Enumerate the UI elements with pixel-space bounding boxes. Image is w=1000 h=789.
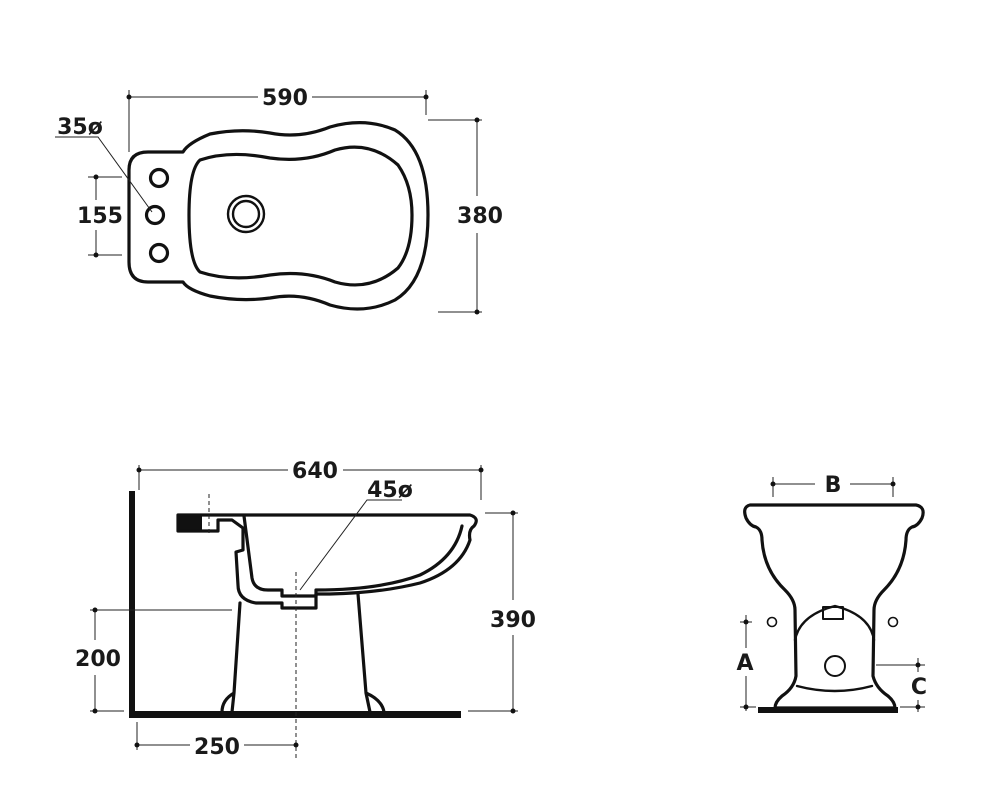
front-floor	[758, 707, 898, 713]
dimension-label: 640	[292, 459, 338, 484]
dimension-label: 250	[194, 735, 240, 760]
side-bowl-outline	[176, 513, 478, 610]
dimension-label: 200	[75, 647, 121, 672]
side-pedestal	[220, 592, 386, 714]
fixing-hole-icon	[887, 616, 899, 628]
dimension-a: A	[736, 615, 756, 711]
dimension-label: A	[736, 651, 753, 676]
drain-inner-icon	[231, 199, 261, 229]
drain-outer-icon	[226, 194, 266, 234]
top-inner-bowl	[187, 145, 414, 287]
dimension-200: 200	[75, 607, 232, 714]
dimension-label: 155	[77, 204, 123, 229]
hole-diameter-callout: 35ø	[55, 115, 153, 213]
dimension-label: 390	[490, 608, 536, 633]
tap-hole-icon	[144, 204, 166, 226]
dimension-155: 155	[77, 174, 123, 258]
dimension-label: C	[911, 675, 927, 700]
dimension-label: 590	[262, 86, 308, 111]
front-drain-icon	[824, 655, 846, 677]
side-view: 640 45ø 390 200	[75, 459, 536, 760]
dimension-label: B	[825, 473, 842, 498]
dimension-label: 380	[457, 204, 503, 229]
side-inner-bowl	[242, 514, 464, 598]
top-outer-outline	[127, 121, 430, 311]
dimension-250: 250	[134, 722, 299, 760]
front-inlet	[822, 606, 844, 620]
wall	[129, 491, 135, 718]
tap-hole-icon	[148, 167, 170, 189]
tap-hole-icon	[148, 242, 170, 264]
dimension-label: 35ø	[57, 115, 103, 140]
floor	[129, 711, 461, 718]
front-view: B A C	[736, 473, 927, 713]
fixing-hole-icon	[766, 616, 778, 628]
dimension-640: 640	[136, 459, 484, 500]
dimension-c: C	[876, 658, 927, 712]
dimension-390: 390	[468, 510, 536, 714]
dimension-b: B	[770, 473, 896, 498]
top-view: 590 380 155 35ø	[55, 86, 503, 315]
dimension-590: 590	[126, 86, 429, 152]
dimension-label: 45ø	[367, 478, 413, 503]
tap-deck	[178, 515, 202, 531]
dimension-380: 380	[428, 117, 503, 315]
drain-diameter-callout: 45ø	[299, 478, 413, 591]
